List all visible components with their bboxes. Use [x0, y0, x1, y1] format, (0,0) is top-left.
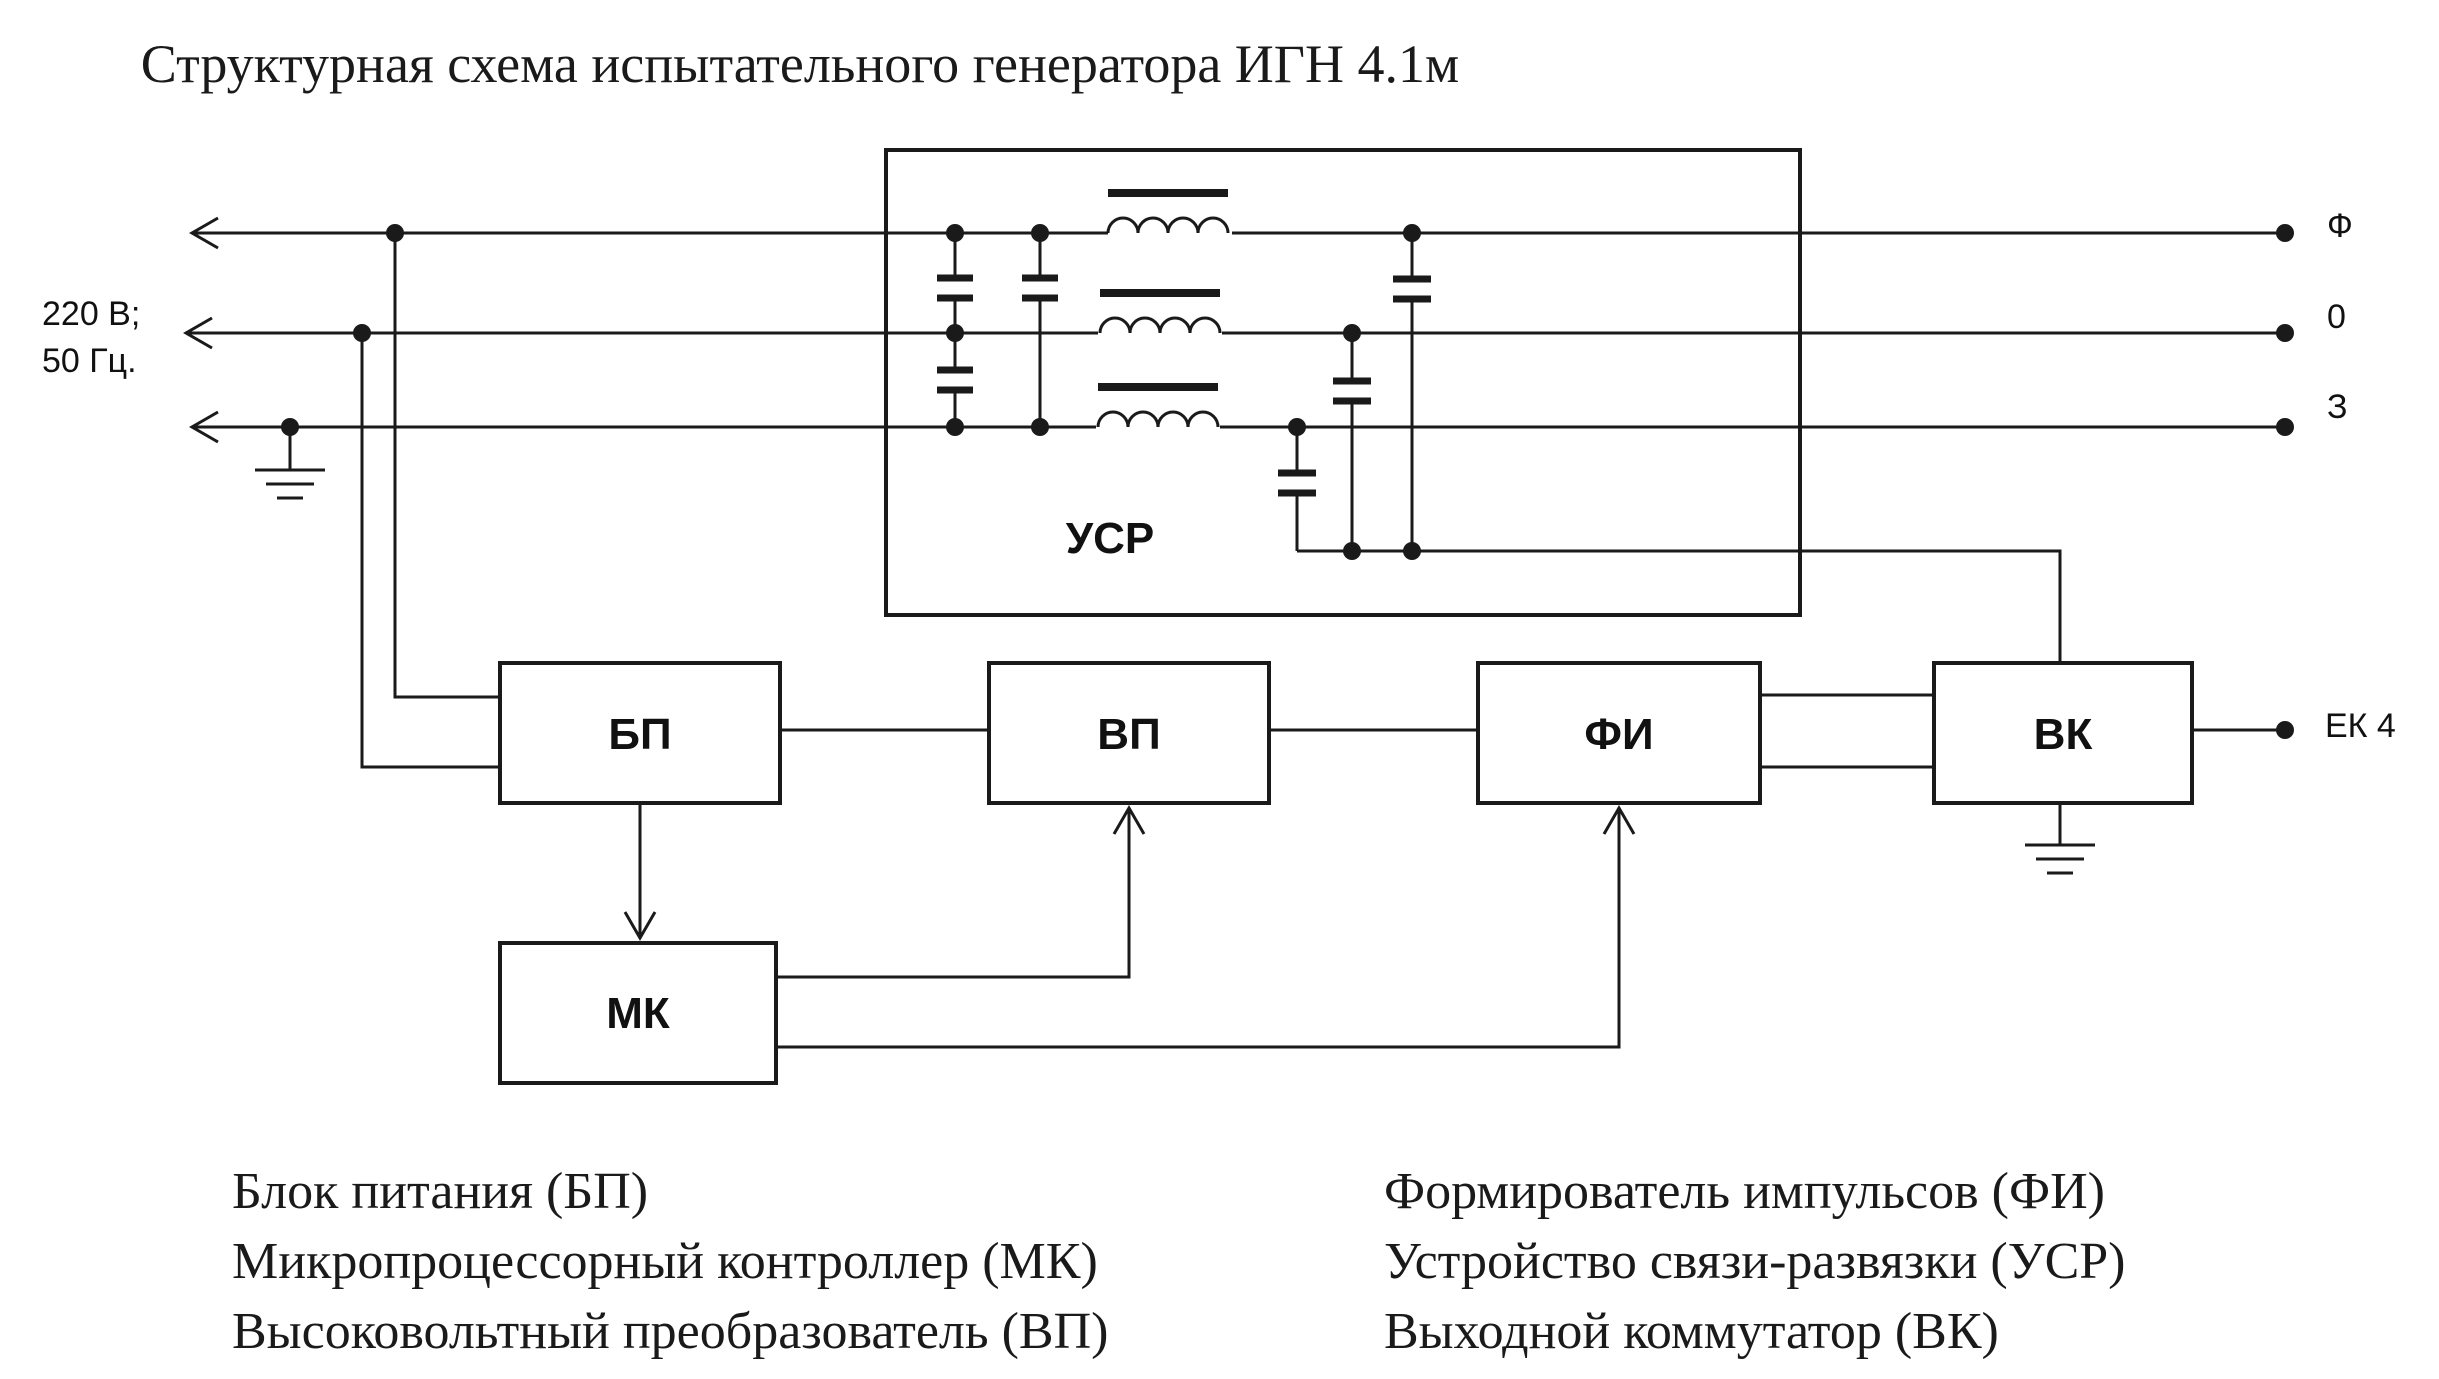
arrow-to-vp [1112, 804, 1146, 835]
terminal-neutral [2276, 324, 2294, 342]
terminal-ek4 [2276, 721, 2294, 739]
ground-icon [2025, 803, 2095, 875]
junction-dot [1343, 542, 1361, 560]
wire-phase-to-bp [393, 233, 500, 699]
terminal-phase [2276, 224, 2294, 242]
junction-dot [1031, 224, 1049, 242]
choke-ground-icon [1096, 383, 1220, 439]
legend-item: Формирователь импульсов (ФИ) [1384, 1163, 2105, 1220]
fi-block [1476, 661, 1762, 805]
wire-neutral-to-bp [360, 333, 500, 769]
line-label-ground: З [2327, 388, 2348, 426]
legend-item: Устройство связи-развязки (УСР) [1384, 1233, 2125, 1290]
mk-block [498, 941, 778, 1085]
diagram-title: Структурная схема испытательного генерат… [141, 34, 1459, 94]
junction-dot [946, 324, 964, 342]
vp-label: ВП [1097, 710, 1160, 759]
ground-icon [255, 427, 325, 500]
junction-dot [946, 418, 964, 436]
legend-item: Микропроцессорный контроллер (МК) [232, 1233, 1098, 1290]
arrow-to-mk [623, 911, 657, 942]
legend: Блок питания (БП) Микропроцессорный конт… [232, 1163, 2125, 1360]
legend-item: Выходной коммутатор (ВК) [1384, 1303, 1999, 1360]
wire-usr-to-vk [1297, 549, 2062, 665]
capacitor-icon [937, 233, 973, 333]
junction-dot [1031, 418, 1049, 436]
mk-label: МК [606, 989, 670, 1038]
choke-neutral-icon [1098, 289, 1222, 345]
junction-dot [946, 224, 964, 242]
terminal-ground [2276, 418, 2294, 436]
junction-dot [1288, 418, 1306, 436]
capacitor-icon [1393, 233, 1431, 551]
input-frequency-label: 50 Гц. [42, 342, 137, 380]
wire-mk-fi [776, 808, 1621, 1049]
vk-block [1932, 661, 2194, 805]
capacitor-icon [937, 333, 973, 427]
capacitor-icon [1333, 333, 1371, 551]
junction-dot [1403, 224, 1421, 242]
usr-label: УСР [1066, 514, 1155, 563]
line-label-neutral: 0 [2327, 298, 2346, 336]
mains-input: 220 В; 50 Гц. [42, 216, 219, 444]
vp-block [987, 661, 1271, 805]
junction-dot [1403, 542, 1421, 560]
legend-item: Высоковольтный преобразователь (ВП) [232, 1303, 1108, 1360]
usr-block [884, 148, 1802, 617]
legend-item: Блок питания (БП) [232, 1163, 648, 1220]
capacitor-icon [1278, 427, 1316, 551]
output-label: ЕК 4 [2325, 707, 2396, 745]
junction-dot [1343, 324, 1361, 342]
wire-mk-vp [776, 808, 1131, 979]
bp-block [498, 661, 782, 805]
input-voltage-label: 220 В; [42, 295, 140, 333]
fi-label: ФИ [1584, 710, 1653, 759]
capacitor-icon [1022, 233, 1058, 427]
line-label-phase: Ф [2327, 207, 2353, 245]
vk-label: ВК [2034, 710, 2093, 759]
choke-phase-icon [1106, 189, 1232, 245]
arrow-to-fi [1602, 804, 1636, 835]
bp-label: БП [608, 710, 671, 759]
